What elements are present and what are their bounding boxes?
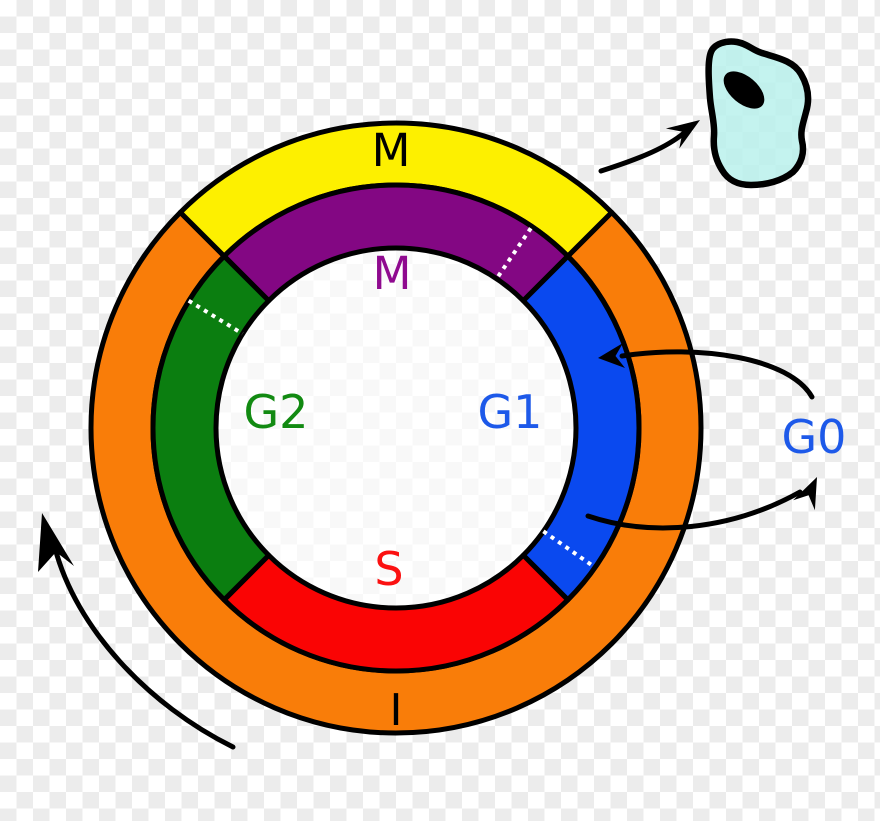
cell-membrane	[705, 38, 812, 189]
arrow-to-daughter-cell-head	[665, 120, 700, 149]
label-m-inner: M	[373, 247, 412, 300]
label-g0: G0	[782, 410, 847, 464]
daughter-cell	[705, 38, 812, 189]
arrow-to-daughter-cell	[598, 120, 700, 174]
label-g2: G2	[244, 385, 309, 439]
label-interphase: I	[390, 685, 403, 736]
arrow-g1-to-g0-shaft	[585, 489, 803, 531]
label-g1: G1	[478, 385, 543, 439]
arrow-g0-to-g1	[598, 343, 815, 400]
inner-ring-g2-segment	[150, 253, 272, 603]
arrow-cycle-direction	[38, 513, 236, 750]
arrow-g0-to-g1-head	[598, 343, 625, 368]
arrow-cycle-direction-head	[38, 513, 74, 572]
arrow-g1-to-g0-head	[793, 477, 817, 511]
label-s: S	[374, 542, 403, 596]
label-m-outer: M	[372, 124, 411, 177]
arrow-g0-to-g1-shaft	[619, 349, 815, 400]
spindle-checkpoint-dots	[496, 227, 533, 279]
cell-nucleus	[723, 71, 765, 109]
ring-interior	[216, 248, 576, 608]
g2m-checkpoint-dots	[187, 298, 244, 336]
arrow-g1-to-g0	[585, 477, 817, 531]
arrow-cycle-direction-shaft	[52, 545, 236, 750]
restriction-point-dots	[542, 529, 597, 570]
arrow-to-daughter-cell-shaft	[598, 130, 687, 174]
